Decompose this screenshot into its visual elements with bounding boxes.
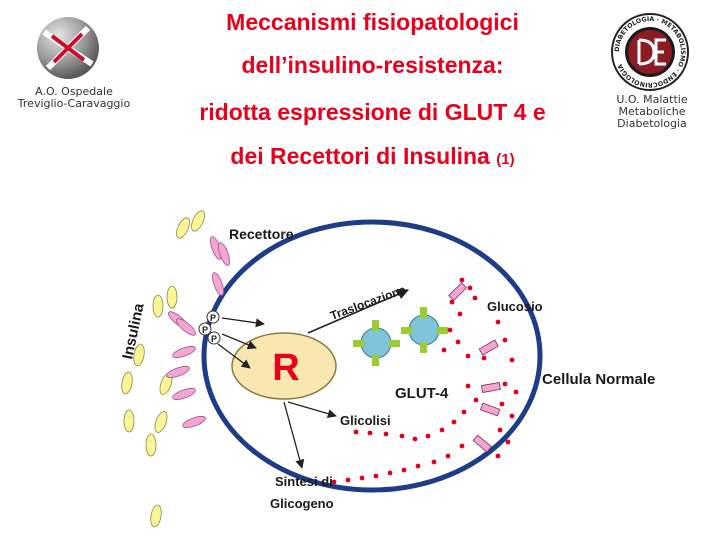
red-cross-sphere-logo [37,17,99,79]
title-main: dei Recettori di Insulina [230,143,490,169]
cell-membrane [201,219,543,493]
receptor-subunit [182,416,206,428]
insulin-molecule [150,504,162,528]
insulin-molecule [154,411,168,433]
membrane-channel [472,434,493,453]
insulin-receptors [166,236,230,428]
insulin-molecule [176,217,190,239]
glycogen-arrow [283,401,305,469]
receptor-subunit [166,366,190,378]
glucose-dots [331,277,519,485]
insulin-molecule [133,343,145,367]
title-line-1: Meccanismi fisiopatologici [226,9,519,35]
translocation-label: Traslocazione [328,282,408,322]
title-line-4: dei Recettori di Insulina (1) [140,140,605,176]
phospho-label: P [202,325,208,335]
glycogen-synthesis-label-line-2: Glicogeno [270,496,334,511]
glut4-label: GLUT-4 [395,385,449,402]
left-logo-caption-line-2: Treviglio-Caravaggio [17,97,131,110]
nucleus-letter: R [272,347,299,389]
glut4-transporter [401,307,448,353]
membrane-channel [480,402,501,417]
left-logo-caption: A.O. Ospedale Treviglio-Caravaggio [8,86,140,110]
phospho-label: P [210,313,216,323]
glycolysis-label: Glicolisi [340,413,391,428]
insulin-molecule [121,371,133,395]
glucose-label: Glucosio [487,299,543,314]
title-footnote-marker: (1) [496,151,515,168]
title-line-3: ridotta espressione di GLUT 4 e [199,99,546,125]
phospho-circle [198,322,212,336]
normal-cell-label: Cellula Normale [542,371,655,388]
translocation-arrow [307,288,410,334]
nucleus [231,332,337,400]
glut4-transporter [353,320,400,366]
membrane-glucose-channels [448,282,501,453]
insulin-molecule [152,294,164,318]
insulin-molecule [191,210,205,232]
insulin-molecule [145,433,157,457]
right-logo-caption-line-2: Metaboliche [618,105,686,118]
right-logo-caption-line-3: Diabetologia [617,117,687,130]
receptor-subunit [212,272,224,296]
right-logo-caption-line-1: U.O. Malattie [616,93,688,106]
signal-arrow [221,317,265,328]
right-logo-caption: U.O. Malattie Metaboliche Diabetologia [600,94,704,130]
membrane-channel [478,339,499,356]
membrane-channel [480,382,501,393]
left-logo-caption-line-1: A.O. Ospedale [35,85,113,98]
signal-arrow [217,343,251,369]
receptor-subunit [172,346,196,358]
receptor-subunit [218,242,230,266]
receptor-subunit [172,388,196,400]
diabetologia-seal: DIABETOLOGIA · METABOLISMO · ENDOCRINOLO… [611,13,689,91]
phospho-label: P [211,334,217,344]
receptor-label: Recettore [229,226,294,242]
title-line-2: dell’insulino-resistenza: [241,52,504,78]
membrane-channel [448,282,468,302]
phospho-circle [207,331,221,345]
glycolysis-arrow [287,401,337,419]
insulin-molecules [121,210,205,528]
glycogen-synthesis-label-line-1: Sintesi di [275,474,333,489]
insulin-molecule [166,285,178,309]
insulin-resistance-diagram: R P P P [119,210,655,528]
signal-arrow [221,333,257,350]
receptor-subunit [176,318,196,336]
phospho-circle [206,310,220,324]
insulin-molecule [123,409,135,433]
